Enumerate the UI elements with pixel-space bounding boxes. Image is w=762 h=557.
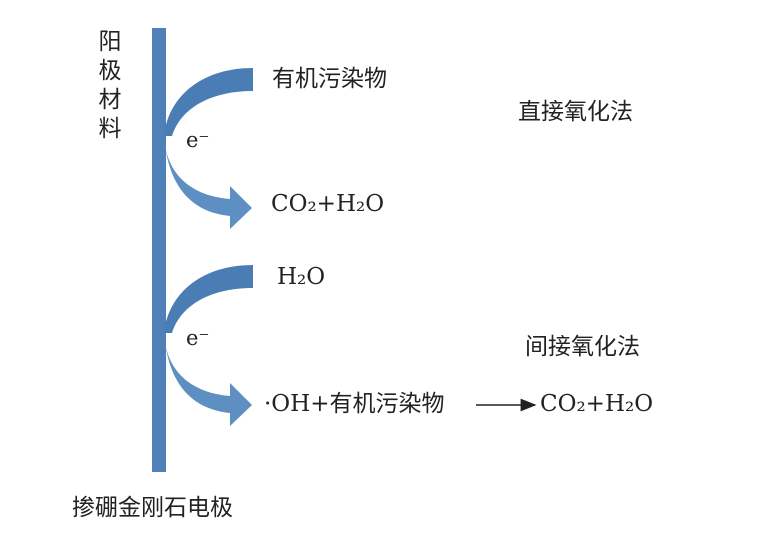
direct-reactant-label: 有机污染物 — [272, 66, 387, 92]
electrode-bar — [152, 28, 166, 472]
direct-method-label: 直接氧化法 — [518, 99, 633, 125]
direct-product-label: CO₂+H₂O — [271, 191, 385, 217]
direct-electron-label: e⁻ — [186, 128, 210, 152]
indirect-intermediate-label: ·OH+有机污染物 — [264, 391, 445, 417]
indirect-product-label: CO₂+H₂O — [540, 391, 654, 417]
indirect-reactant-label: H₂O — [277, 264, 326, 290]
indirect-method-label: 间接氧化法 — [525, 334, 640, 360]
product-curved-arrow — [164, 136, 252, 229]
electrode-label: 掺硼金刚石电极 — [72, 495, 233, 521]
product-curved-arrow — [164, 333, 252, 426]
direct-oxidation-arrows — [164, 68, 253, 229]
indirect-oxidation-arrows — [164, 265, 253, 426]
reactant-curved-arrow — [164, 68, 253, 136]
indirect-electron-label: e⁻ — [186, 326, 210, 350]
reactant-curved-arrow — [164, 265, 253, 333]
anode-material-label: 阳极材料 — [98, 29, 122, 142]
